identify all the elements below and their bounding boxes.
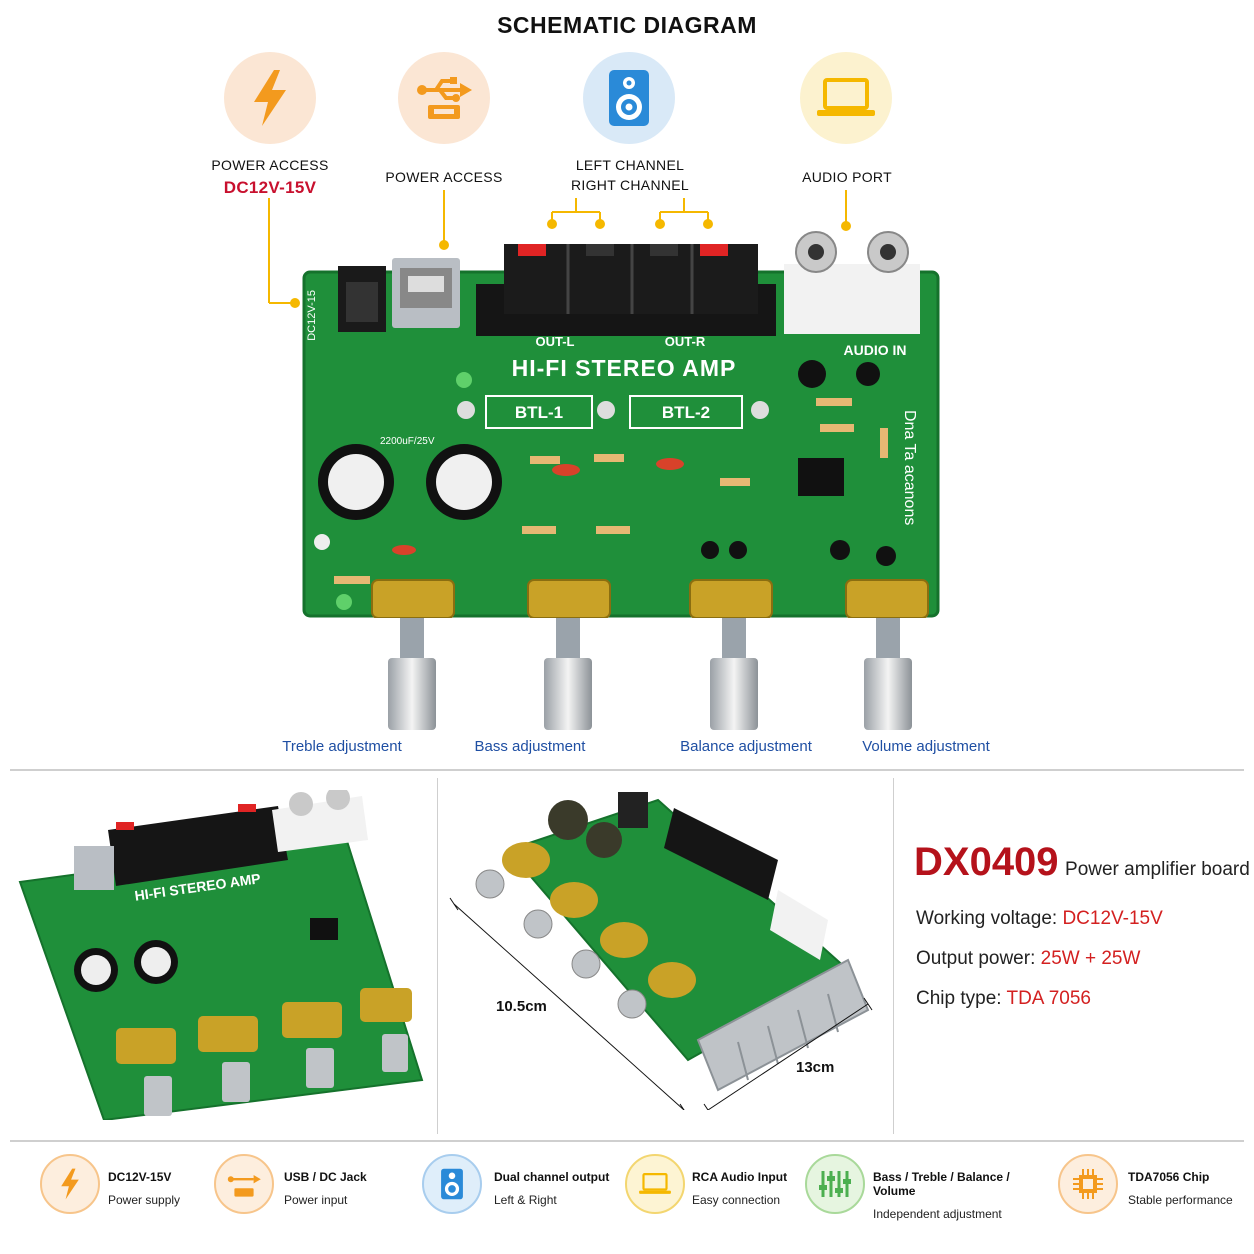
column-divider-2 xyxy=(893,778,894,1134)
usb-icon xyxy=(398,52,490,144)
usb-power-access-label: POWER ACCESS xyxy=(385,169,503,185)
spec-voltage-value: DC12V-15V xyxy=(1062,908,1163,929)
feature-channels: Dual channel output Left & Right xyxy=(494,1170,624,1207)
equalizer-icon xyxy=(805,1154,865,1214)
lightning-icon xyxy=(40,1154,100,1214)
amplifier-board-diagram xyxy=(302,231,940,618)
spec-power: Output power: 25W + 25W xyxy=(916,948,1236,970)
product-heading: DX0409 Power amplifier board xyxy=(914,840,1250,885)
audio-port-label: AUDIO PORT xyxy=(802,169,892,185)
out-r-label: OUT-R xyxy=(664,334,706,349)
feature-power: DC12V-15V Power supply xyxy=(108,1170,208,1207)
lightning-icon xyxy=(224,52,316,144)
btl1-label: BTL-1 xyxy=(514,403,564,422)
balance-adjustment-label: Balance adjustment xyxy=(680,738,812,755)
board-angle-photo xyxy=(18,790,424,1120)
feature-power-subtitle: Power supply xyxy=(108,1193,181,1207)
knob-bass[interactable] xyxy=(544,618,592,730)
speaker-icon xyxy=(422,1154,482,1214)
knob-treble[interactable] xyxy=(388,618,436,730)
laptop-icon xyxy=(800,52,892,144)
spec-chip-label: Chip type: xyxy=(916,988,1002,1009)
audio-in-label: AUDIO IN xyxy=(843,342,907,358)
length-dimension: 13cm xyxy=(796,1059,835,1076)
callout-lines xyxy=(268,190,851,308)
chip-icon xyxy=(1058,1154,1118,1214)
feature-usb: USB / DC Jack Power input xyxy=(284,1170,404,1207)
spec-power-value: 25W + 25W xyxy=(1040,948,1141,969)
knob-balance[interactable] xyxy=(710,618,758,730)
feature-channels-subtitle: Left & Right xyxy=(494,1193,557,1207)
spec-chip-value: TDA 7056 xyxy=(1006,988,1091,1009)
model-number: DX0409 xyxy=(914,840,1059,884)
spec-voltage: Working voltage: DC12V-15V xyxy=(916,908,1236,930)
width-dimension: 10.5cm xyxy=(496,998,547,1015)
feature-usb-title: USB / DC Jack xyxy=(284,1170,367,1184)
section-divider-top xyxy=(10,769,1244,771)
feature-adjustment-title: Bass / Treble / Balance / Volume xyxy=(873,1170,1010,1198)
bass-adjustment-label: Bass adjustment xyxy=(474,738,586,755)
knob-volume[interactable] xyxy=(864,618,912,730)
btl2-label: BTL-2 xyxy=(661,403,711,422)
out-l-label: OUT-L xyxy=(535,334,575,349)
spec-chip: Chip type: TDA 7056 xyxy=(916,988,1236,1010)
section-divider-bottom xyxy=(10,1140,1244,1142)
page-title: SCHEMATIC DIAGRAM xyxy=(497,12,757,38)
feature-power-title: DC12V-15V xyxy=(108,1170,172,1184)
feature-rca-subtitle: Easy connection xyxy=(692,1193,781,1207)
product-name: Power amplifier board xyxy=(1065,859,1250,880)
feature-rca: RCA Audio Input Easy connection xyxy=(692,1170,802,1207)
spec-voltage-label: Working voltage: xyxy=(916,908,1058,929)
power-voltage-value: DC12V-15V xyxy=(223,178,317,197)
feature-adjustment: Bass / Treble / Balance / Volume Indepen… xyxy=(873,1170,1053,1221)
right-channel-label: RIGHT CHANNEL xyxy=(571,177,689,193)
board-dimension-photo xyxy=(449,792,873,1110)
feature-channels-title: Dual channel output xyxy=(494,1170,610,1184)
column-divider-1 xyxy=(437,778,438,1134)
feature-chip-subtitle: Stable performance xyxy=(1128,1193,1233,1207)
feature-rca-title: RCA Audio Input xyxy=(692,1170,788,1184)
dc-mark-label: DC12V-15 xyxy=(306,290,318,341)
feature-usb-subtitle: Power input xyxy=(284,1193,348,1207)
usb-icon xyxy=(214,1154,274,1214)
power-access-label: POWER ACCESS xyxy=(211,157,329,173)
capacitor-mark-label: 2200uF/25V xyxy=(380,436,435,447)
left-channel-label: LEFT CHANNEL xyxy=(575,157,685,173)
board-side-text: Dna Ta acanons xyxy=(901,410,918,526)
board-title: HI-FI STEREO AMP xyxy=(511,355,737,381)
spec-power-label: Output power: xyxy=(916,948,1036,969)
laptop-icon xyxy=(625,1154,685,1214)
feature-chip: TDA7056 Chip Stable performance xyxy=(1128,1170,1248,1207)
feature-chip-title: TDA7056 Chip xyxy=(1128,1170,1210,1184)
feature-adjustment-subtitle: Independent adjustment xyxy=(873,1207,1002,1221)
volume-adjustment-label: Volume adjustment xyxy=(862,738,990,755)
treble-adjustment-label: Treble adjustment xyxy=(282,738,402,755)
speaker-icon xyxy=(583,52,675,144)
